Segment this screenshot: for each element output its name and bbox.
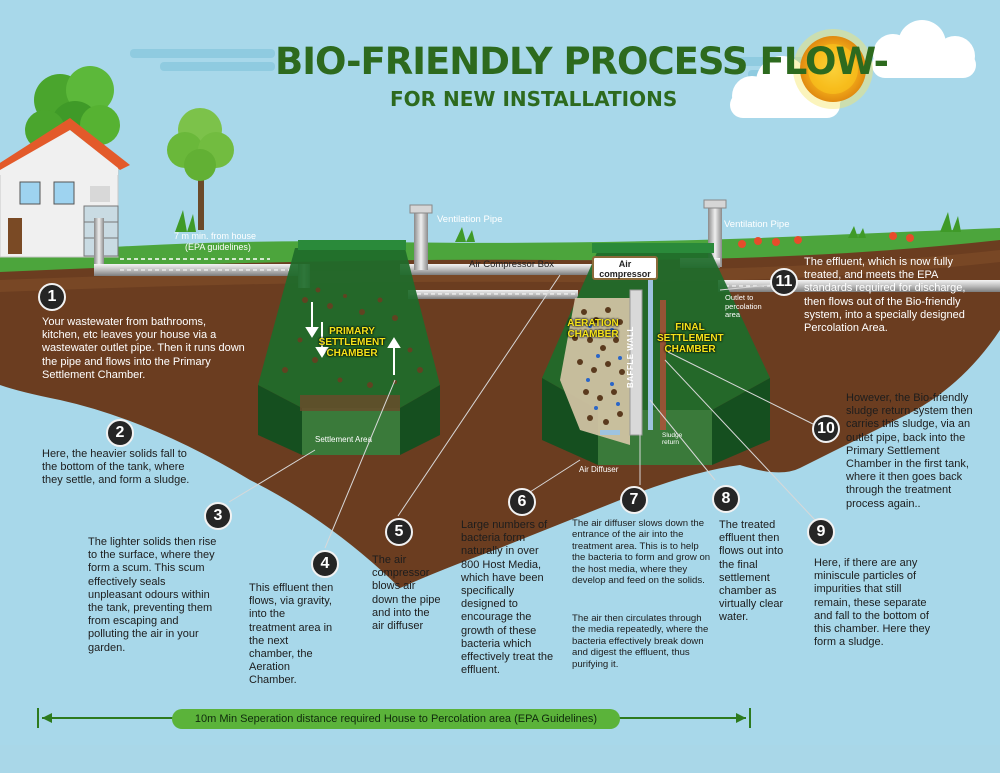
step-2-badge: 2 — [106, 419, 134, 447]
step-5-badge: 5 — [385, 518, 413, 546]
aeration-chamber-label: AERATION CHAMBER — [562, 318, 624, 340]
house-icon — [0, 118, 130, 258]
page-title: BIO-FRIENDLY PROCESS FLOW- — [275, 40, 889, 83]
outlet-label: Outlet to percolation area — [725, 293, 762, 320]
step-11-text: The effluent, which is now fully treated… — [804, 256, 966, 335]
outlet-text: Outlet to — [725, 293, 754, 302]
air-compressor-text: Air — [618, 259, 632, 269]
step-3-badge: 3 — [204, 502, 232, 530]
settlement-area-label: Settlement Area — [315, 435, 372, 444]
chamber-text: CHAMBER — [567, 329, 619, 340]
step-1-badge: 1 — [38, 283, 66, 311]
step-8-text: The treated effluent then flows out into… — [719, 519, 784, 624]
distance-label: (EPA guidelines) — [185, 242, 251, 252]
ventilation-pipe-label: Ventilation Pipe — [437, 214, 503, 225]
air-compressor-box: Air compressor — [592, 256, 658, 280]
chamber-text: PRIMARY — [329, 326, 375, 337]
step-5-text: The air compressor blows air down the pi… — [372, 554, 441, 633]
flower-icon — [738, 232, 914, 248]
ground-bottom — [0, 745, 1000, 773]
step-9-badge: 9 — [807, 518, 835, 546]
outlet-text: percolation — [725, 301, 762, 311]
chamber-text: AERATION — [567, 318, 619, 329]
step-9-text: Here, if there are any miniscule particl… — [814, 557, 931, 649]
step-7-text-2: The air then circulates through the medi… — [572, 613, 709, 670]
step-4-badge: 4 — [311, 550, 339, 578]
baffle-wall-label: BAFFLE WALL — [626, 326, 635, 388]
chamber-text: CHAMBER — [664, 344, 716, 355]
step-2-text: Here, the heavier solids fall to the bot… — [42, 448, 190, 487]
sludge-text: Sludge — [662, 432, 683, 439]
distance-label: 7 m min. from house — [174, 231, 257, 241]
step-7-text: The air diffuser slows down the entrance… — [572, 518, 711, 587]
step-3-text: The lighter solids then rise to the surf… — [88, 536, 217, 654]
step-8-badge: 8 — [712, 485, 740, 513]
grass-tuft-icon — [175, 210, 961, 242]
ventilation-pipe-label: Ventilation Pipe — [724, 219, 790, 230]
air-compressor-box-label: Air Compressor Box — [469, 259, 554, 270]
sun-icon — [793, 29, 873, 109]
step-10-text: However, the Bio-friendly sludge return … — [846, 392, 973, 510]
chamber-text: SETTLEMENT — [657, 333, 724, 344]
chamber-text: FINAL — [675, 322, 705, 333]
chamber-text: SETTLEMENT — [318, 337, 386, 348]
step-1-text: Your wastewater from bathrooms, kitchen,… — [42, 316, 245, 381]
tree-icon — [167, 108, 234, 230]
primary-chamber-label: PRIMARY SETTLEMENT CHAMBER — [312, 326, 392, 359]
step-7-badge: 7 — [620, 486, 648, 514]
air-compressor-text: compressor — [599, 269, 651, 279]
step-10-badge: 10 — [812, 415, 840, 443]
outlet-text: area — [725, 310, 741, 319]
final-chamber-label: FINAL SETTLEMENT CHAMBER — [657, 322, 724, 355]
air-diffuser-label: Air Diffuser — [579, 465, 619, 474]
chamber-text: CHAMBER — [326, 348, 378, 359]
separation-distance-bar: 10m Min Seperation distance required Hou… — [172, 709, 620, 729]
sludge-text: return — [662, 439, 679, 446]
step-6-text: Large numbers of bacteria form naturally… — [461, 519, 554, 677]
step-4-text: This effluent then flows, via gravity, i… — [249, 582, 334, 687]
page-subtitle: FOR NEW INSTALLATIONS — [390, 87, 678, 111]
step-11-badge: 11 — [770, 268, 798, 296]
sludge-return-label: Sludge return — [662, 432, 682, 446]
step-6-badge: 6 — [508, 488, 536, 516]
